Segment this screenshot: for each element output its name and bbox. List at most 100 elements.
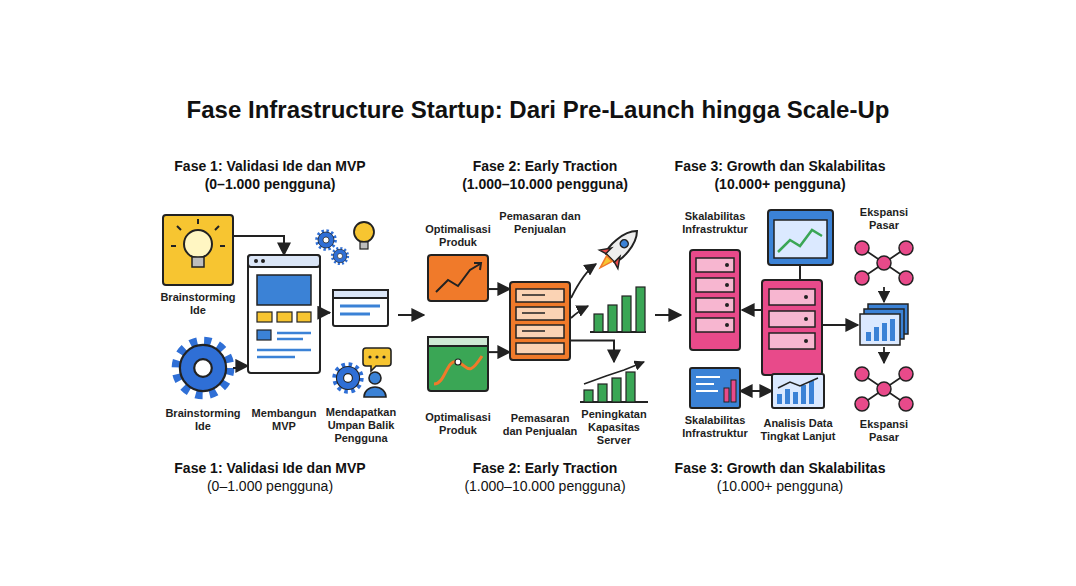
icon-label: Mendapatkan Umpan Balik Pengguna bbox=[319, 406, 403, 446]
illustration-part bbox=[261, 259, 265, 263]
icon-node: Brainstorming Ide bbox=[163, 215, 233, 285]
illustration-part bbox=[455, 359, 461, 365]
illustration-part bbox=[428, 337, 488, 391]
illustration-part bbox=[333, 290, 388, 326]
illustration-part bbox=[340, 306, 380, 314]
illustration-part bbox=[725, 323, 729, 327]
icon-label: Pemasaran dan Penjualan bbox=[498, 210, 582, 236]
diagram-title: Fase Infrastructure Startup: Dari Pre-La… bbox=[187, 96, 890, 124]
illustration-part bbox=[725, 303, 729, 307]
illustration-part bbox=[777, 394, 782, 404]
illustration-part bbox=[597, 256, 612, 271]
illustration-part bbox=[335, 365, 361, 391]
illustration-part bbox=[363, 348, 391, 371]
illustration-part bbox=[696, 258, 734, 272]
illustration-part bbox=[608, 305, 617, 332]
illustration-part bbox=[332, 248, 347, 263]
illustration-part bbox=[594, 314, 603, 332]
illustration-part bbox=[375, 355, 378, 358]
illustration-part bbox=[762, 280, 822, 375]
pink-server-icon bbox=[690, 250, 740, 350]
illustration-part bbox=[636, 287, 645, 332]
server-icon bbox=[510, 282, 570, 360]
illustration-part bbox=[778, 378, 818, 388]
illustration-part bbox=[619, 238, 630, 249]
illustration-part bbox=[184, 230, 212, 258]
link-line bbox=[823, 324, 858, 326]
illustration-part bbox=[855, 367, 869, 381]
monitor-icon bbox=[768, 210, 833, 265]
icon-node: Optimalisasi Produk bbox=[428, 337, 488, 391]
icon-label: Optimalisasi Produk bbox=[420, 223, 496, 249]
user-range: (1.000–10.000 pengguna) bbox=[462, 176, 628, 192]
user-range: (0–1.000 pengguna) bbox=[207, 478, 333, 494]
phase-heading: Fase 1: Validasi Ide dan MVP bbox=[174, 158, 365, 174]
link-line bbox=[883, 287, 885, 302]
phase-arrow bbox=[655, 314, 681, 316]
illustration-part bbox=[769, 289, 815, 305]
illustration-part bbox=[804, 317, 808, 321]
user-range: (10.000+ pengguna) bbox=[714, 176, 845, 192]
illustration-part bbox=[696, 278, 734, 292]
illustration-part bbox=[510, 282, 570, 360]
link-line bbox=[799, 265, 801, 280]
user-range: (0–1.000 pengguna) bbox=[205, 176, 336, 192]
illustration-part bbox=[368, 355, 371, 358]
bar-chart-icon bbox=[580, 362, 648, 402]
icon-node: Analisis Data Tingkat Lanjut bbox=[772, 374, 824, 408]
phase-heading: Fase 2: Early Traction bbox=[473, 158, 618, 174]
illustration-part bbox=[317, 231, 335, 249]
illustration-part bbox=[874, 327, 879, 341]
illustration-part bbox=[769, 311, 815, 327]
illustration-part bbox=[428, 337, 488, 346]
illustration-part bbox=[297, 312, 311, 322]
illustration-part bbox=[899, 397, 913, 411]
icon-label: Analisis Data Tingkat Lanjut bbox=[757, 417, 839, 443]
illustration-part bbox=[725, 263, 729, 267]
icon-label: Ekspansi Pasar bbox=[849, 418, 919, 444]
icon-node: Pemasaran dan PenjualanPemasaran dan Pen… bbox=[510, 282, 570, 360]
illustration-part bbox=[774, 220, 827, 258]
icon-label: Brainstorming Ide bbox=[152, 291, 244, 317]
icon-node: Membangun MVP bbox=[248, 255, 320, 373]
illustration-part bbox=[778, 230, 822, 252]
bar-chart-icon bbox=[590, 287, 646, 332]
phase-heading: Fase 2: Early Traction bbox=[473, 460, 618, 476]
feedback-icon bbox=[333, 290, 391, 397]
illustration-part bbox=[899, 271, 913, 285]
icon-label: Membangun MVP bbox=[249, 407, 319, 433]
illustration-part bbox=[584, 362, 644, 384]
illustration-part bbox=[434, 356, 482, 384]
network-icon bbox=[855, 367, 913, 411]
illustration-part bbox=[354, 222, 374, 242]
phase-arrow bbox=[398, 314, 424, 316]
illustration-part bbox=[360, 242, 368, 249]
illustration-part bbox=[522, 295, 545, 331]
connector-arrow bbox=[233, 236, 284, 255]
illustration-part bbox=[626, 372, 635, 402]
illustration-part bbox=[257, 330, 271, 340]
illustration-part bbox=[516, 343, 564, 354]
illustration-part bbox=[369, 372, 381, 384]
chart-stack-icon bbox=[860, 304, 908, 345]
illustration-part bbox=[725, 283, 729, 287]
illustration-part bbox=[809, 381, 814, 404]
illustration-part bbox=[890, 319, 895, 341]
icon-label: Pemasaran dan Penjualan bbox=[500, 412, 580, 438]
user-range: (1.000–10.000 pengguna) bbox=[464, 478, 625, 494]
orange-chart-icon bbox=[428, 255, 488, 301]
illustration-part bbox=[171, 219, 225, 246]
green-chart-icon bbox=[428, 337, 488, 391]
link-line bbox=[883, 347, 885, 363]
illustration-part bbox=[584, 390, 593, 402]
illustration-part bbox=[192, 257, 204, 267]
illustration-part bbox=[364, 387, 386, 397]
illustration-part bbox=[474, 263, 481, 270]
illustration-part bbox=[801, 385, 806, 404]
icon-node: Ekspansi Pasar bbox=[852, 366, 916, 412]
illustration-part bbox=[612, 378, 621, 402]
icon-node: Mendapatkan Umpan Balik Pengguna bbox=[330, 288, 392, 400]
illustration-part bbox=[804, 339, 808, 343]
illustration-part bbox=[769, 333, 815, 349]
